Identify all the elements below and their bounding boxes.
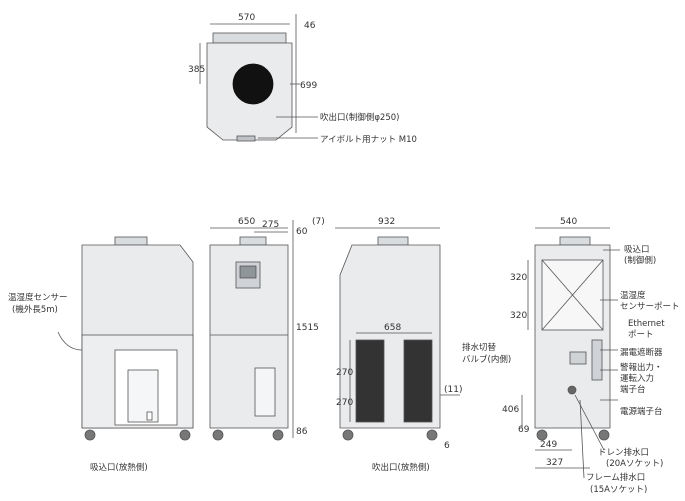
label-drain-2: (20Aソケット) [606,459,663,469]
label-drain-1: ドレン排水口 [598,447,649,458]
dim-front-1515: 1515 [296,323,319,333]
label-frame-1: フレーム排水口 [586,472,645,483]
label-eth-1: Ethernet [628,319,665,329]
rear-view [521,227,620,479]
dim-side-11: (11) [444,385,462,395]
dim-rear-327: 327 [546,458,563,468]
dim-side-932: 932 [378,217,395,227]
label-rear-intake-1: 吸込口 [624,244,650,255]
label-breaker: 漏電遮断器 [620,347,663,358]
dim-rear-69: 69 [518,425,530,435]
dim-rear-320a: 320 [510,273,527,283]
label-power: 電源端子台 [620,406,663,417]
label-alarm-2: 運転入力 [620,373,654,384]
eyebolt-nut [236,135,256,142]
dim-front-60: 60 [296,227,308,237]
dim-side-658: 658 [384,323,401,333]
dim-top-385: 385 [188,65,205,75]
dim-top-699: 699 [300,81,317,91]
dim-rear-406: 406 [502,405,519,415]
dim-side-270a: 270 [336,368,353,378]
top-view [199,14,318,142]
dim-front-86: 86 [296,427,308,437]
outlet-circle [232,63,274,105]
dim-top-width: 570 [238,13,255,23]
side-view [335,227,460,441]
label-sensor-1: 温湿度センサー [8,292,68,303]
label-intake-front: 吸込口(放熱側) [90,462,148,473]
label-eyebolt: アイボルト用ナット M10 [320,135,417,145]
label-alarm-3: 端子台 [620,384,646,395]
label-eth-2: ポート [628,330,654,340]
label-drain-valve-1: 排水切替 [462,342,497,353]
dim-top-46: 46 [304,21,316,31]
dim-rear-540: 540 [560,217,577,227]
dim-rear-320b: 320 [510,311,527,321]
label-drain-valve-2: バルブ(内側) [462,354,511,365]
front-view-narrow [209,220,294,441]
dim-side-6: 6 [444,441,450,451]
top-view-lid [212,32,287,44]
dim-rear-249: 249 [540,440,557,450]
dim-side-270b: 270 [336,398,353,408]
dim-side-7: (7) [312,217,325,227]
side-grille-left [355,339,385,423]
label-sensor-port-2: センサーポート [620,302,680,312]
label-intake-side: 吹出口(放熱側) [372,462,430,473]
label-frame-2: (15Aソケット) [590,485,647,495]
front-view [57,236,194,441]
dim-front-650: 650 [238,217,255,227]
label-outlet: 吹出口(制御側φ250) [320,112,399,123]
label-sensor-2: (機外長5m) [12,304,58,315]
label-sensor-port-1: 温湿度 [620,290,646,301]
label-rear-intake-2: (制御側) [624,255,656,266]
dim-front-275: 275 [262,220,279,230]
label-alarm-1: 警報出力・ [620,362,663,373]
side-grille-right [403,339,433,423]
